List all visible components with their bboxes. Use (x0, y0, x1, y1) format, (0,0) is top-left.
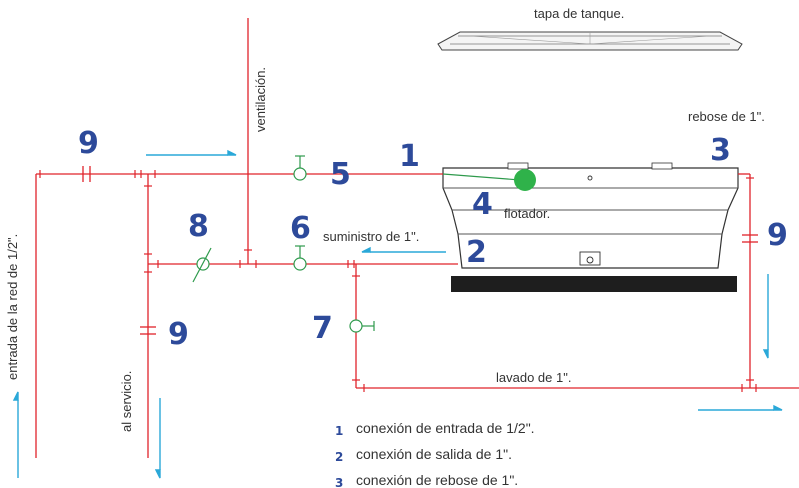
valve-6 (293, 245, 307, 271)
legend-text-2: conexión de salida de 1". (356, 446, 512, 462)
legend-text-3: conexión de rebose de 1". (356, 472, 518, 488)
valve-7 (349, 319, 375, 333)
flow-arrow-wash (698, 404, 783, 411)
marker-1: 1 (399, 139, 420, 174)
flow-arrow-supply (361, 246, 446, 253)
float-arm (442, 173, 521, 181)
marker-9-overflow: 9 (767, 218, 788, 253)
marker-5: 5 (330, 157, 351, 192)
flow-arrow-network (12, 391, 19, 478)
pipe-joints (39, 170, 757, 392)
network-inlet-label: entrada de la red de 1/2". (5, 234, 20, 380)
legend-num-2: 2 (335, 450, 343, 464)
tank-lid-label: tapa de tanque. (534, 6, 624, 21)
marker-3: 3 (710, 133, 731, 168)
valve-8 (192, 247, 212, 283)
water-tank (442, 162, 739, 269)
union-fittings (82, 166, 758, 335)
marker-2: 2 (466, 235, 487, 270)
flow-arrow-overflow (762, 274, 769, 359)
marker-4: 4 (472, 187, 493, 222)
overflow-label: rebose de 1". (688, 109, 765, 124)
flow-arrows (12, 149, 783, 479)
pipe-network (35, 18, 799, 458)
supply-label: suministro de 1". (323, 229, 419, 244)
union-fitting-service (140, 326, 156, 335)
union-fitting-inlet (82, 166, 91, 182)
legend-text-1: conexión de entrada de 1/2". (356, 420, 535, 436)
legend: 1 conexión de entrada de 1/2". 2 conexió… (335, 420, 535, 488)
marker-8: 8 (188, 209, 209, 244)
float-label: flotador. (504, 206, 550, 221)
marker-9-inlet: 9 (78, 126, 99, 161)
wash-label: lavado de 1". (496, 370, 571, 385)
float-ball (514, 169, 536, 191)
tank-base (451, 276, 737, 292)
flow-arrow-inlet (146, 149, 237, 156)
flow-arrow-service (154, 398, 161, 479)
vent-label: ventilación. (253, 67, 268, 132)
union-fitting-overflow (742, 234, 758, 243)
to-service-label: al servicio. (119, 371, 134, 432)
marker-9-service: 9 (168, 317, 189, 352)
valve-5 (293, 155, 307, 181)
legend-num-1: 1 (335, 424, 343, 438)
tank-lid (437, 31, 743, 51)
marker-6: 6 (290, 211, 311, 246)
legend-num-3: 3 (335, 476, 343, 488)
marker-7: 7 (312, 311, 333, 346)
valves (192, 155, 375, 333)
